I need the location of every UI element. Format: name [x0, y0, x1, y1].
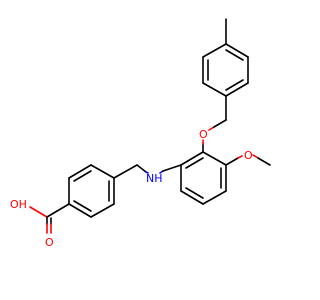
structure-canvas: OH O NH O O — [10, 18, 271, 249]
ether-oxygen-label: O — [199, 128, 208, 141]
benzoic-ring — [68, 164, 115, 218]
methoxy-group: O — [225, 149, 271, 166]
hydroxyl-label: OH — [10, 198, 27, 211]
carboxyl-group: OH O — [10, 198, 70, 249]
amine-label: NH — [146, 172, 163, 185]
aminomethyl-linker: NH — [113, 164, 182, 185]
benzyloxy-linker: O — [199, 95, 227, 153]
tolyl-ring — [202, 43, 249, 97]
molecule-diagram: OH O NH O O — [10, 18, 271, 249]
methoxy-ring — [180, 151, 227, 205]
carboxyl-oxygen-label: O — [45, 236, 54, 249]
methoxy-oxygen-label: O — [244, 149, 253, 162]
